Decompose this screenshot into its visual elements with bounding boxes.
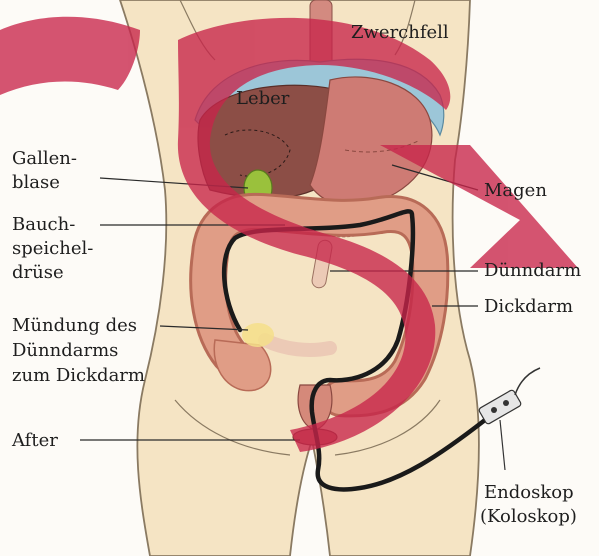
ileocecal-glow xyxy=(242,323,274,347)
label-bauch-1: Bauch- xyxy=(12,214,75,236)
label-endoskop-1: Endoskop xyxy=(484,482,574,504)
label-duenndarm: Dünndarm xyxy=(484,260,581,282)
watermark-swoosh-topleft xyxy=(0,17,140,95)
label-after: After xyxy=(12,430,58,452)
label-endoskop-2: (Koloskop) xyxy=(480,506,577,528)
label-gallenblase-1: Gallen- xyxy=(12,148,77,170)
label-dickdarm: Dickdarm xyxy=(484,296,573,318)
label-magen: Magen xyxy=(484,180,547,202)
label-zwerchfell: Zwerchfell xyxy=(351,22,449,44)
label-muendung-3: zum Dickdarm xyxy=(12,365,145,387)
label-gallenblase-2: blase xyxy=(12,172,60,194)
label-leber: Leber xyxy=(236,88,289,110)
endoscope-handle-icon xyxy=(478,368,540,470)
label-bauch-2: speichel- xyxy=(12,238,93,260)
label-bauch-3: drüse xyxy=(12,262,64,284)
label-muendung-1: Mündung des xyxy=(12,315,137,337)
label-muendung-2: Dünndarms xyxy=(12,340,118,362)
